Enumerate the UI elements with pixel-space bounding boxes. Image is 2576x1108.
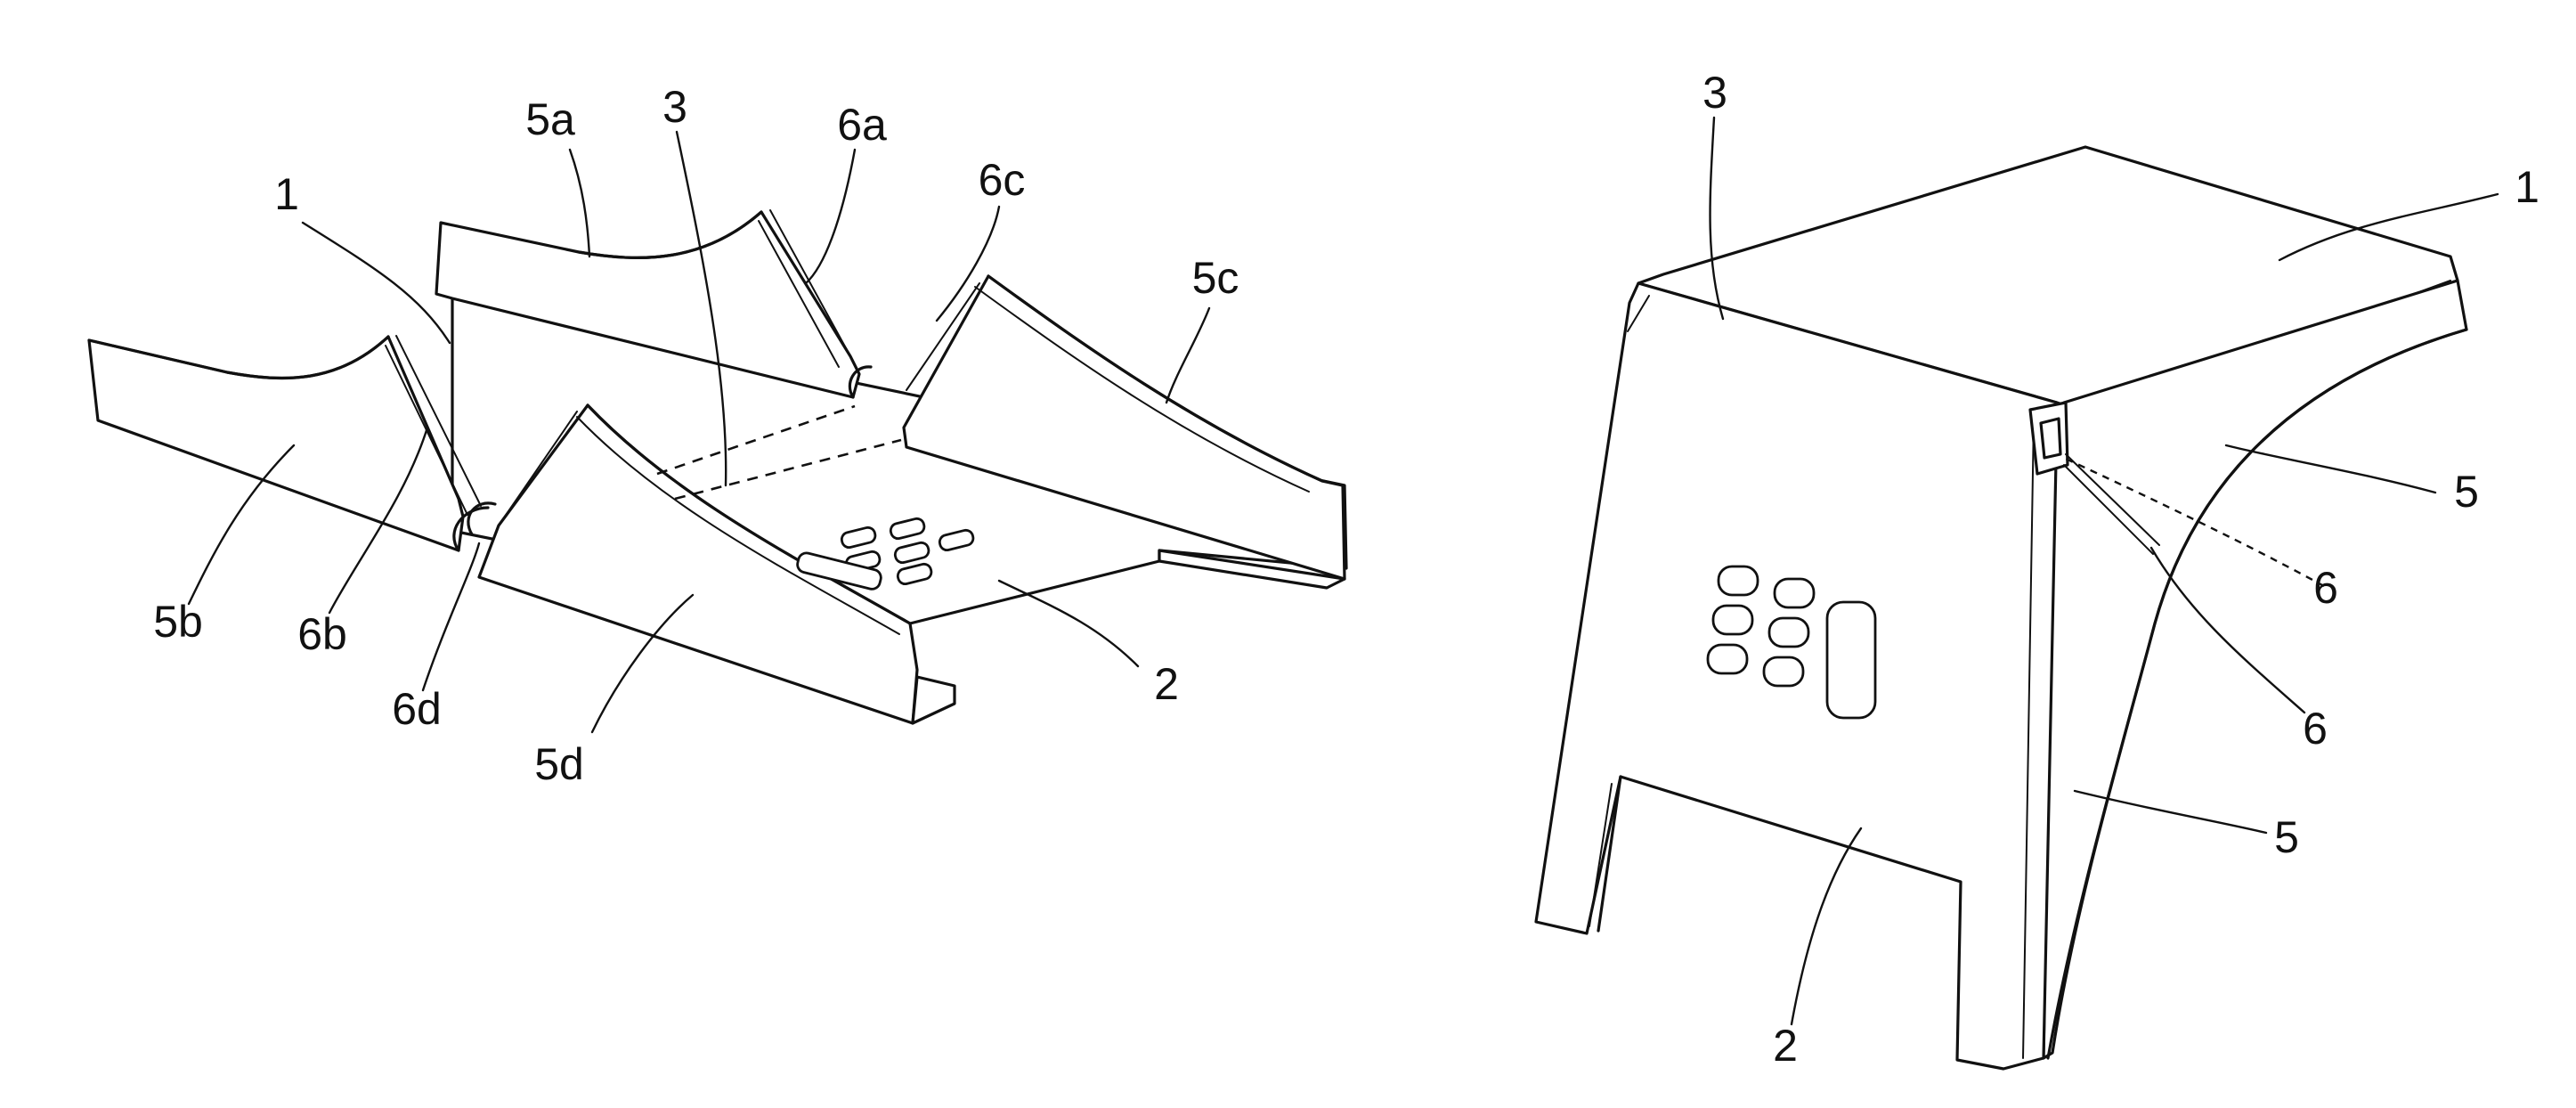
corner-clip	[2030, 403, 2068, 474]
label-right-6-solid: 6	[2303, 704, 2328, 754]
label-left-6c: 6c	[979, 155, 1026, 205]
vent-hole	[1708, 645, 1747, 673]
leader-left-6d	[423, 543, 479, 690]
leader-left-5a	[570, 150, 589, 257]
vent-slot	[1827, 602, 1875, 718]
leader-left-1	[303, 223, 450, 343]
leader-left-6a	[806, 150, 855, 283]
leader-right-5-upper	[2226, 445, 2435, 493]
label-left-6a: 6a	[837, 100, 887, 150]
leader-left-5c	[1166, 308, 1209, 403]
label-left-5d: 5d	[534, 739, 584, 789]
label-left-5c: 5c	[1192, 253, 1239, 303]
label-left-6d: 6d	[392, 684, 442, 734]
label-right-5-lower: 5	[2274, 812, 2299, 862]
flap-5b	[89, 337, 463, 550]
unfolded-blank: 1 5a 3 6a 6c 5c 5b 6b 6d 5d 2	[89, 82, 1346, 789]
leader-right-6-solid	[2151, 548, 2304, 713]
label-right-1: 1	[2515, 162, 2539, 212]
label-left-1: 1	[274, 169, 299, 219]
label-left-5a: 5a	[525, 94, 575, 144]
vent-hole	[1775, 579, 1814, 607]
label-right-3: 3	[1702, 68, 1727, 118]
leader-right-2	[1792, 828, 1861, 1024]
vent-hole	[1719, 566, 1758, 595]
label-right-5-upper: 5	[2454, 467, 2479, 517]
label-right-6-dashed: 6	[2313, 563, 2338, 613]
label-left-3: 3	[662, 82, 687, 132]
front-hem-tab	[913, 677, 955, 723]
vent-hole	[1713, 606, 1752, 634]
label-right-2: 2	[1773, 1021, 1798, 1071]
label-left-2: 2	[1154, 659, 1179, 709]
label-left-5b: 5b	[153, 597, 203, 647]
vent-hole	[1764, 657, 1803, 686]
vent-hole	[1769, 618, 1808, 647]
folded-cover: 3 1 5 6 6 5 2	[1536, 68, 2539, 1071]
label-left-6b: 6b	[297, 609, 347, 659]
